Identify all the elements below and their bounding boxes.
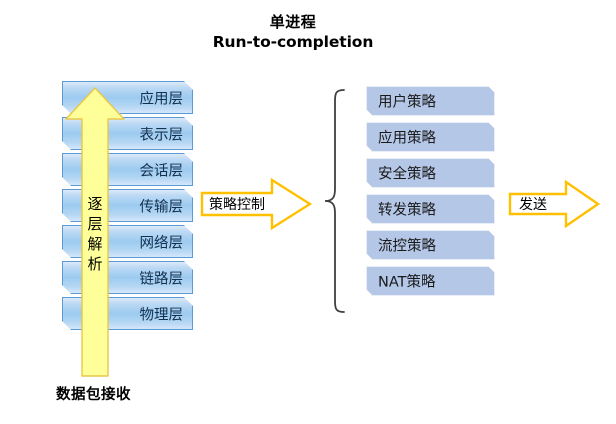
policy-item-security[interactable]: 安全策略 (366, 158, 495, 188)
policy-item-label: 应用策略 (378, 130, 436, 147)
policy-item-nat[interactable]: NAT策略 (366, 266, 495, 296)
policy-item-label: NAT策略 (378, 274, 436, 291)
right-arrow-icon (200, 178, 312, 230)
packet-receive-label: 数据包接收 (56, 387, 131, 403)
osi-layer-label: 链路层 (139, 271, 183, 287)
parse-arrow-char: 解 (87, 235, 103, 253)
policy-group-brace (322, 88, 348, 314)
policy-list: 用户策略 应用策略 安全策略 转发策略 流控策略 NAT策略 (366, 86, 495, 302)
osi-layer-label: 会话层 (139, 163, 183, 179)
policy-item-user[interactable]: 用户策略 (366, 86, 495, 116)
title-line-english: Run-to-completion (212, 33, 374, 52)
policy-item-label: 转发策略 (378, 202, 436, 219)
osi-layer-label: 网络层 (139, 235, 183, 251)
policy-item-flow-control[interactable]: 流控策略 (366, 230, 495, 260)
policy-item-label: 流控策略 (378, 238, 436, 255)
curly-brace-icon (324, 89, 345, 313)
policy-item-label: 安全策略 (378, 166, 436, 183)
title-line-chinese: 单进程 (269, 13, 317, 31)
parse-upward-arrow: 逐 层 解 析 (64, 86, 126, 378)
policy-item-forwarding[interactable]: 转发策略 (366, 194, 495, 224)
parse-arrow-char: 层 (87, 215, 103, 233)
osi-layer-label: 表示层 (139, 127, 183, 143)
parse-arrow-char: 逐 (87, 195, 103, 213)
parse-arrow-label: 逐 层 解 析 (64, 194, 126, 274)
send-label: 发送 (519, 197, 547, 213)
osi-layer-label: 物理层 (139, 307, 183, 323)
diagram-title: 单进程 Run-to-completion (168, 12, 418, 53)
policy-item-label: 用户策略 (378, 94, 436, 111)
policy-control-arrow: 策略控制 (200, 178, 312, 230)
policy-control-label: 策略控制 (209, 197, 265, 213)
right-arrow-icon (508, 180, 600, 228)
osi-layer-label: 传输层 (139, 199, 183, 215)
policy-item-application[interactable]: 应用策略 (366, 122, 495, 152)
osi-layer-label: 应用层 (139, 91, 183, 107)
parse-arrow-char: 析 (87, 255, 103, 273)
send-arrow: 发送 (508, 180, 600, 228)
up-arrow-icon (65, 87, 125, 377)
